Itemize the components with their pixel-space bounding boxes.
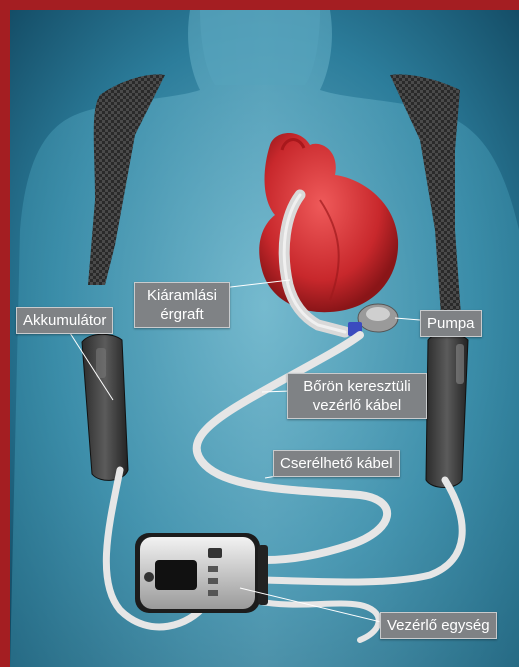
label-boron-line1: Bőrön keresztüli xyxy=(294,377,420,396)
label-boron-kabel: Bőrön keresztüli vezérlő kábel xyxy=(287,373,427,419)
label-vezerlo-text: Vezérlő egység xyxy=(387,616,490,635)
label-kiaramlasi-line2: érgraft xyxy=(141,305,223,324)
right-battery xyxy=(426,333,468,487)
label-cserelheto-kabel: Cserélhető kábel xyxy=(273,450,400,477)
controller xyxy=(135,533,268,613)
label-cserelheto-text: Cserélhető kábel xyxy=(280,454,393,473)
label-kiaramlasi-line1: Kiáramlási xyxy=(141,286,223,305)
label-akkumulator-text: Akkumulátor xyxy=(23,311,106,330)
label-pumpa-text: Pumpa xyxy=(427,314,475,333)
illustration xyxy=(10,10,519,667)
label-boron-line2: vezérlő kábel xyxy=(294,396,420,415)
label-kiaramlasi-ergraft: Kiáramlási érgraft xyxy=(134,282,230,328)
diagram-canvas: Akkumulátor Kiáramlási érgraft Pumpa Bőr… xyxy=(10,10,519,667)
label-pumpa: Pumpa xyxy=(420,310,482,337)
label-akkumulator: Akkumulátor xyxy=(16,307,113,334)
label-vezerlo-egyseg: Vezérlő egység xyxy=(380,612,497,639)
